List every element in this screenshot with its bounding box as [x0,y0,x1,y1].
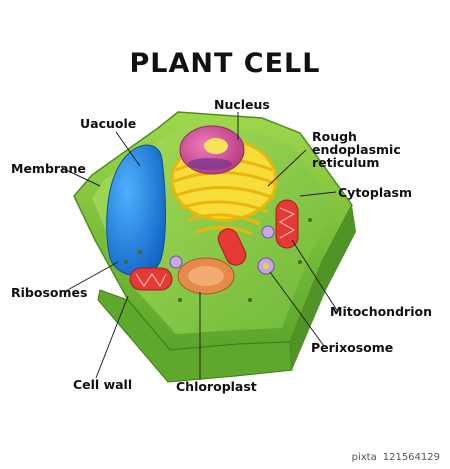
label-rough-er-line-2: endoplasmic [312,142,401,157]
chloroplast-shape [177,257,235,295]
label-ribosomes: Ribosomes [11,285,88,300]
stock-credit: pixta 121564129 [352,452,440,463]
label-rough-er: Rough endoplasmic reticulum [312,130,422,169]
nucleus-shape [179,125,245,175]
leader-lines [61,112,339,380]
ribosome-dots [124,218,312,302]
mitochondrion-shapes [129,199,299,291]
label-perixosome: Perixosome [311,340,394,355]
label-chloroplast: Chloroplast [176,379,257,394]
label-mitochondrion: Mitochondrion [330,304,432,319]
vacuole-shape [106,144,166,277]
perixosome-shapes [169,225,275,275]
label-nucleus: Nucleus [214,97,270,112]
label-cytoplasm: Cytoplasm [338,185,413,200]
label-rough-er-line-1: Rough [312,129,357,144]
cell-wall-side [290,205,356,370]
credit-id: 121564129 [382,452,440,463]
label-rough-er-line-3: reticulum [312,155,380,170]
credit-brand: pixta [351,452,377,463]
diagram-title: PLANT CELL [129,48,321,79]
label-cell-wall: Cell wall [73,377,133,392]
label-membrane: Membrane [11,161,86,176]
label-vacuole: Uacuole [80,116,137,131]
